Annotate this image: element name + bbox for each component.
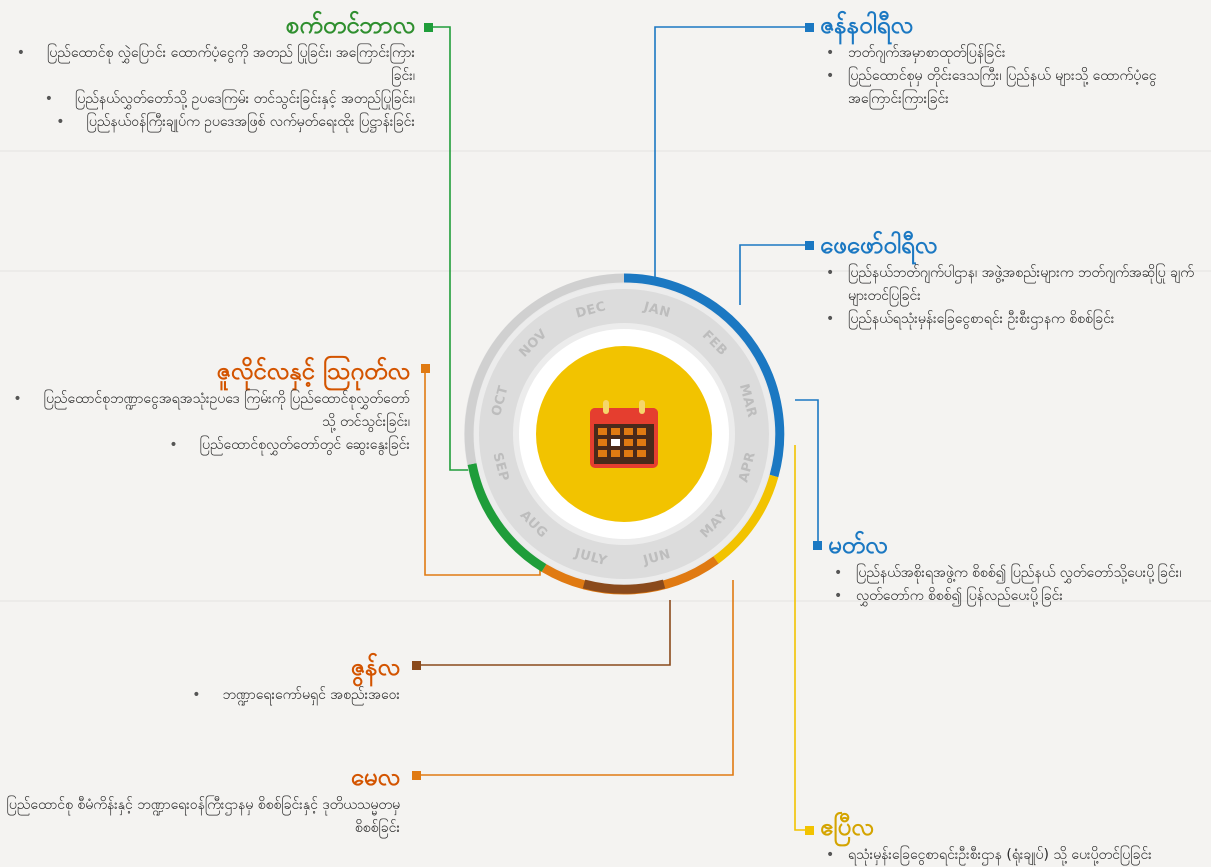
block-title: ဖေဖော်ဝါရီလ [820, 231, 938, 259]
list-item: • ပြည်နယ်လွှတ်တော်သို့ ဥပဒေကြမ်း တင်သွင်း… [0, 88, 415, 111]
block-items: ပြည်နယ်ဘတ်ဂျက်ပါဌာန၊ အဖွဲ့အစည်းများက ဘတ်… [820, 262, 1205, 331]
list-item: • ပြည်ထောင်စုလွှတ်တော်တွင် ဆွေးနွေးခြင်း [0, 434, 410, 457]
list-item-text: ပြည်ထောင်စုမှ တိုင်းဒေသကြီး၊ ပြည်နယ် မျာ… [848, 68, 1157, 107]
connector-january [654, 26, 805, 283]
list-item: ပြည်နယ်ဘတ်ဂျက်ပါဌာန၊ အဖွဲ့အစည်းများက ဘတ်… [820, 262, 1205, 308]
list-item-text: လွှတ်တော်က စိစစ်၍ ပြန်လည်ပေးပို့ခြင်း [856, 588, 1063, 604]
block-title: ဇန်နဝါရီလ [820, 11, 914, 39]
list-item: ပြည်နယ်အစိုးရအဖွဲ့က စိစစ်၍ ပြည်နယ် လွှတ်… [828, 562, 1206, 585]
list-item-text: ပြည်နယ်အစိုးရအဖွဲ့က စိစစ်၍ ပြည်နယ် လွှတ်… [856, 565, 1182, 581]
block-title: ဇွန်လ [350, 653, 400, 681]
list-item-text: ပြည်ထောင်စုဘဏ္ဍာငွေအရအသုံးဥပဒေ ကြမ်းကို … [43, 391, 410, 430]
bullet: • [192, 687, 201, 703]
block-february: ဖေဖော်ဝါရီလ ပြည်နယ်ဘတ်ဂျက်ပါဌာန၊ အဖွဲ့အစ… [820, 230, 1205, 331]
bullet: • [13, 391, 22, 407]
list-item: • ပြည်ထောင်စု လွှဲပြောင်း ထောက်ပံ့ငွေကို … [0, 42, 415, 88]
month-label: SEP [489, 451, 511, 483]
bullet: • [169, 437, 178, 453]
list-item: • ပြည်ထောင်စုဘဏ္ဍာငွေအရအသုံးဥပဒေ ကြမ်းကို… [0, 388, 410, 434]
connector-june [420, 600, 671, 666]
marker-january [805, 23, 814, 32]
list-item-text: ပြည်ထောင်စု စီမံကိန်းနှင့် ဘဏ္ဍာရေးဝန်ကြ… [6, 797, 400, 836]
block-title: ဧပြီလ [820, 813, 874, 841]
list-item-text: ပြည်ထောင်စုလွှတ်တော်တွင် ဆွေးနွေးခြင်း [199, 437, 410, 453]
block-june: ဇွန်လ • ဘဏ္ဍာရေးကော်မရှင် အစည်းအဝေး [0, 652, 400, 707]
block-title: ဇူလိုင်လနှင့် ဩဂုတ်လ [216, 357, 410, 385]
block-march: မတ်လ ပြည်နယ်အစိုးရအဖွဲ့က စိစစ်၍ ပြည်နယ် … [828, 530, 1206, 608]
block-items: • ပြည်ထောင်စုဘဏ္ဍာငွေအရအသုံးဥပဒေ ကြမ်းကို… [0, 388, 410, 457]
block-items: ပြည်ထောင်စု စီမံကိန်းနှင့် ဘဏ္ဍာရေးဝန်ကြ… [0, 794, 400, 840]
list-item: ပြည်ထောင်စု စီမံကိန်းနှင့် ဘဏ္ဍာရေးဝန်ကြ… [0, 794, 400, 840]
bullet: • [16, 45, 25, 61]
ring-brown [582, 579, 666, 594]
calendar-icon [590, 400, 658, 468]
marker-july-aug [421, 364, 430, 373]
ring-blue [623, 273, 785, 478]
ring-grey [464, 273, 625, 465]
block-items: • ပြည်ထောင်စု လွှဲပြောင်း ထောက်ပံ့ငွေကို … [0, 42, 415, 134]
list-item-text: ဘဏ္ဍာရေးကော်မရှင် အစည်းအဝေး [222, 687, 400, 703]
connector-april [794, 445, 805, 831]
ring-yellow [713, 474, 779, 564]
marker-february [805, 241, 814, 250]
connector-may [420, 580, 734, 776]
block-items: ဘတ်ဂျက်အမှာစာထုတ်ပြန်ခြင်းပြည်ထောင်စုမှ … [820, 42, 1205, 111]
month-label: JUN [641, 547, 673, 569]
list-item-text: ရသုံးမှန်းခြေငွေစာရင်းဦးစီးဌာန (ရုံးချုပ… [848, 847, 1152, 863]
list-item: ပြည်နယ်ရသုံးမှန်းခြေငွေစာရင်း ဦးစီးဌာနက … [820, 308, 1205, 331]
connector-february [739, 244, 805, 305]
list-item: လွှတ်တော်က စိစစ်၍ ပြန်လည်ပေးပို့ခြင်း [828, 585, 1206, 608]
list-item-text: ပြည်ထောင်စု လွှဲပြောင်း ထောက်ပံ့ငွေကို အ… [46, 45, 415, 84]
list-item: ဘတ်ဂျက်အမှာစာထုတ်ပြန်ခြင်း [820, 42, 1205, 65]
block-title: မတ်လ [828, 531, 888, 559]
bullet: • [44, 91, 54, 107]
list-item: • ဘဏ္ဍာရေးကော်မရှင် အစည်းအဝေး [0, 684, 400, 707]
block-april: ဧပြီလ ရသုံးမှန်းခြေငွေစာရင်းဦးစီးဌာန (ရု… [820, 812, 1205, 867]
block-items: ပြည်နယ်အစိုးရအဖွဲ့က စိစစ်၍ ပြည်နယ် လွှတ်… [828, 562, 1206, 608]
ring-green [467, 463, 547, 572]
block-title: စက်တင်ဘာလ [285, 11, 415, 39]
marker-march [813, 541, 822, 550]
list-item: ပြည်ထောင်စုမှ တိုင်းဒေသကြီး၊ ပြည်နယ် မျာ… [820, 65, 1205, 111]
block-title: မေလ [350, 763, 400, 791]
marker-april [805, 826, 814, 835]
marker-may [412, 771, 421, 780]
block-items: ရသုံးမှန်းခြေငွေစာရင်းဦးစီးဌာန (ရုံးချုပ… [820, 844, 1205, 867]
block-may: မေလ ပြည်ထောင်စု စီမံကိန်းနှင့် ဘဏ္ဍာရေးဝ… [0, 762, 400, 840]
list-item: • ပြည်နယ်ဝန်ကြီးချုပ်က ဥပဒေအဖြစ် လက်မှတ်ရ… [0, 111, 415, 134]
connector-october [432, 26, 470, 471]
marker-june [412, 661, 421, 670]
bullet: • [56, 114, 65, 130]
list-item-text: ပြည်နယ်လွှတ်တော်သို့ ဥပဒေကြမ်း တင်သွင်းခ… [75, 91, 415, 107]
block-items: • ဘဏ္ဍာရေးကော်မရှင် အစည်းအဝေး [0, 684, 400, 707]
marker-october [424, 23, 433, 32]
list-item-text: ပြည်နယ်ဝန်ကြီးချုပ်က ဥပဒေအဖြစ် လက်မှတ်ရေ… [86, 114, 415, 130]
block-october: စက်တင်ဘာလ • ပြည်ထောင်စု လွှဲပြောင်း ထောက်… [0, 10, 415, 134]
list-item-text: ပြည်နယ်ဘတ်ဂျက်ပါဌာန၊ အဖွဲ့အစည်းများက ဘတ်… [848, 265, 1194, 304]
month-label: JAN [641, 299, 672, 321]
list-item-text: ဘတ်ဂျက်အမှာစာထုတ်ပြန်ခြင်း [848, 45, 1006, 61]
connector-march [795, 399, 819, 548]
block-july-aug: ဇူလိုင်လနှင့် ဩဂုတ်လ • ပြည်ထောင်စုဘဏ္ဍာငွ… [0, 356, 410, 457]
list-item: ရသုံးမှန်းခြေငွေစာရင်းဦးစီးဌာန (ရုံးချုပ… [820, 844, 1205, 867]
list-item-text: ပြည်နယ်ရသုံးမှန်းခြေငွေစာရင်း ဦးစီးဌာနက … [848, 311, 1115, 327]
block-january: ဇန်နဝါရီလ ဘတ်ဂျက်အမှာစာထုတ်ပြန်ခြင်းပြည်… [820, 10, 1205, 111]
